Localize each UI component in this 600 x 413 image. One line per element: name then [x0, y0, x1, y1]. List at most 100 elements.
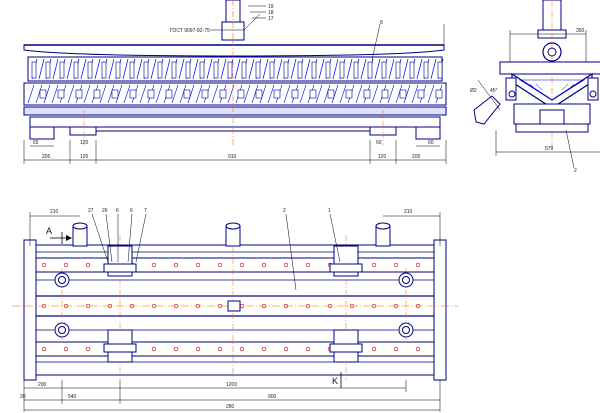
middle-hatch-line [43, 84, 51, 104]
upper-hatch-line [206, 58, 213, 80]
dim-120-a: 120 [80, 140, 89, 146]
upper-hatch-line [416, 58, 423, 80]
plan-dim-1200: 1200 [226, 382, 237, 388]
upper-nozzle [59, 61, 65, 79]
upper-nozzle [157, 61, 163, 79]
middle-slot [363, 89, 371, 99]
middle-slot [291, 89, 299, 99]
middle-hatch-line [283, 84, 291, 104]
callout-18: 18 [268, 10, 274, 16]
upper-nozzle [339, 61, 345, 79]
upper-nozzle [31, 61, 37, 79]
upper-hatch-line [276, 58, 283, 80]
upper-nozzle [185, 61, 191, 79]
plan-callout-6a: 6 [116, 208, 119, 214]
bolt-hole [195, 346, 201, 352]
upper-hatch-line [332, 58, 339, 80]
middle-hatch-line [315, 84, 323, 104]
bolt-hole [85, 303, 91, 309]
bolt-hole [393, 262, 399, 268]
upper-nozzle [409, 61, 415, 79]
middle-hatch-line [179, 84, 187, 104]
upper-nozzle [73, 61, 79, 79]
plan-dim-540: 540 [68, 394, 77, 400]
bolt-hole [305, 262, 311, 268]
plan-dim-200: 200 [38, 382, 47, 388]
bolt-hole [151, 346, 157, 352]
middle-hatch-line [139, 84, 147, 104]
upper-hatch-line [346, 58, 353, 80]
upper-hatch-line [388, 58, 395, 80]
upper-hatch-line [38, 58, 45, 80]
upper-hatch-line [360, 58, 367, 80]
middle-hatch-line [323, 84, 331, 104]
middle-slot [273, 89, 281, 99]
dim-120-c: 120 [378, 154, 387, 160]
upper-nozzle [129, 61, 135, 79]
middle-hatch-line [67, 84, 75, 104]
middle-slot [237, 89, 245, 99]
upper-hatch-line [164, 58, 171, 80]
upper-nozzle [353, 61, 359, 79]
upper-hatch-line [290, 58, 297, 80]
middle-hatch-line [171, 84, 179, 104]
middle-slot [111, 89, 119, 99]
upper-nozzle [255, 61, 261, 79]
bolt-hole [305, 303, 311, 309]
bolt-hole [195, 262, 201, 268]
bolt-hole [305, 346, 311, 352]
upper-hatch-line [150, 58, 157, 80]
upper-nozzle [241, 61, 247, 79]
bolt-hole [173, 346, 179, 352]
plan-dim-280: 280 [226, 404, 235, 410]
middle-slot [147, 89, 155, 99]
bolt-hole [371, 346, 377, 352]
upper-nozzle [115, 61, 121, 79]
upper-hatch-line [94, 58, 101, 80]
upper-nozzle [325, 61, 331, 79]
side-chute [473, 95, 501, 125]
middle-hatch-line [35, 84, 43, 104]
plan-callout-210-a: 210 [50, 209, 59, 215]
upper-nozzle [199, 61, 205, 79]
bolt-hole [217, 346, 223, 352]
rail-bottom [29, 341, 441, 357]
middle-slot [39, 89, 47, 99]
upper-hatch-line [52, 58, 59, 80]
middle-hatch-line [195, 84, 203, 104]
upper-nozzle [367, 61, 373, 79]
gost-note: ГОСТ 9097-82-75 [170, 28, 210, 34]
plan-callout-26: 26 [102, 208, 108, 214]
middle-slot [183, 89, 191, 99]
middle-hatch-line [299, 84, 307, 104]
bolt-hole [41, 346, 47, 352]
middle-hatch-line [387, 84, 395, 104]
upper-hatch-line [304, 58, 311, 80]
section-label-k: K [332, 376, 338, 386]
middle-hatch-line [395, 84, 403, 104]
callout-19: 19 [268, 4, 274, 10]
plan-callout-1: 1 [328, 208, 331, 214]
upper-hatch-line [122, 58, 129, 80]
bolt-hole [63, 346, 69, 352]
middle-slot [435, 89, 443, 99]
middle-slot [219, 89, 227, 99]
middle-slot [399, 89, 407, 99]
side-dim-label: Ø2 [470, 88, 477, 94]
bolt-hole [283, 346, 289, 352]
plan-callout-210-b: 210 [404, 209, 413, 215]
side-dim-top: 350 [576, 28, 585, 34]
upper-hatch-line [178, 58, 185, 80]
middle-hatch-line [355, 84, 363, 104]
middle-slot [327, 89, 335, 99]
callout-17: 17 [268, 16, 274, 22]
middle-hatch-line [99, 84, 107, 104]
upper-nozzle [395, 61, 401, 79]
bolt-hole [415, 346, 421, 352]
bolt-hole [371, 262, 377, 268]
bolt-hole [261, 346, 267, 352]
bolt-hole [371, 303, 377, 309]
middle-slot [57, 89, 65, 99]
